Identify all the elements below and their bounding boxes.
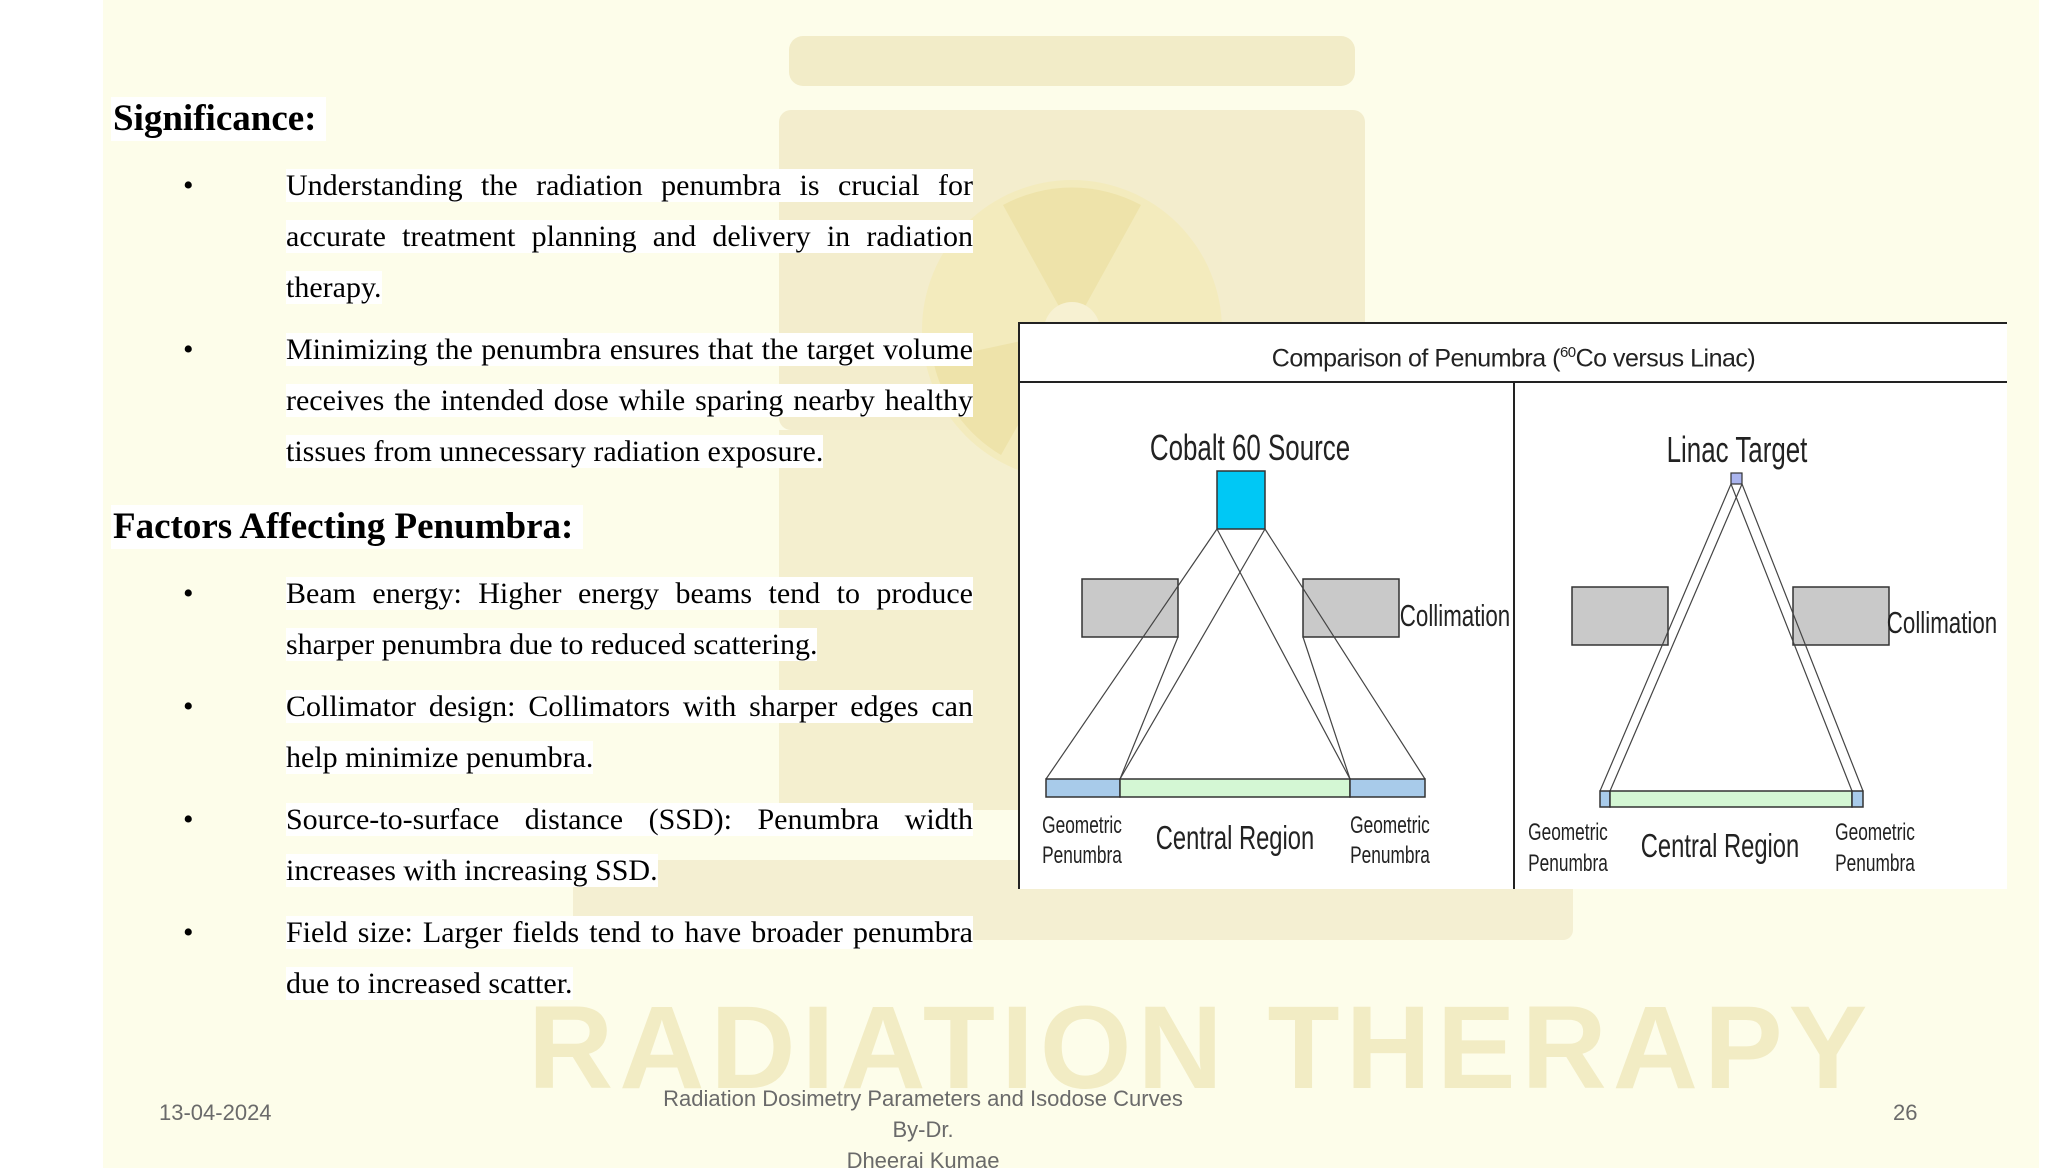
penumbra-diagram: Cobalt 60 Source Collimation bbox=[1042, 383, 1997, 889]
footer-title-line-1: Radiation Dosimetry Parameters and Isodo… bbox=[663, 1086, 1183, 1142]
significance-bullet-text: Understanding the radiation penumbra is … bbox=[286, 169, 973, 304]
linac-panel: Linac Target Collimation Geometric bbox=[1528, 430, 1997, 877]
cobalt-panel: Cobalt 60 Source Collimation bbox=[1042, 428, 1510, 869]
list-item: • Collimator design: Collimators with sh… bbox=[183, 681, 973, 783]
cobalt-geometric-label-left-1: Geometric bbox=[1042, 812, 1122, 838]
page-number: 26 bbox=[1893, 1100, 1918, 1125]
cobalt-geometric-label-right-1: Geometric bbox=[1350, 812, 1430, 838]
left-collimator-jaw bbox=[1081, 578, 1179, 638]
figure-title-pre: Comparison of Penumbra ( bbox=[1271, 344, 1561, 373]
linac-central-region-label: Central Region bbox=[1641, 828, 1799, 865]
cobalt-geometric-penumbra-right bbox=[1349, 778, 1426, 798]
linac-collimation-label: Collimation bbox=[1887, 605, 1997, 639]
bullet-icon: • bbox=[183, 916, 194, 949]
bullet-icon: • bbox=[183, 690, 194, 723]
linac-geometric-label-right-1: Geometric bbox=[1835, 819, 1915, 845]
factor-bullet-text: Collimator design: Collimators with shar… bbox=[286, 690, 973, 774]
cobalt-geometric-label-right-2: Penumbra bbox=[1350, 842, 1430, 868]
significance-bullet-text: Minimizing the penumbra ensures that the… bbox=[286, 333, 973, 468]
cobalt-source-icon bbox=[1216, 470, 1266, 530]
left-collimator-jaw bbox=[1571, 586, 1669, 646]
footer-title-line-2: Dheeraj Kumae bbox=[846, 1148, 1000, 1168]
linac-geometric-label-left-1: Geometric bbox=[1528, 819, 1608, 845]
bullet-icon: • bbox=[183, 577, 194, 610]
factor-bullet-text: Source-to-surface distance (SSD): Penumb… bbox=[286, 803, 973, 887]
cobalt-geometric-label-left-2: Penumbra bbox=[1042, 842, 1122, 868]
cobalt-geometric-penumbra-left bbox=[1045, 778, 1121, 798]
footer-title: Radiation Dosimetry Parameters and Isodo… bbox=[663, 1083, 1183, 1168]
list-item: • Beam energy: Higher energy beams tend … bbox=[183, 568, 973, 670]
figure-title-superscript: 60 bbox=[1559, 344, 1576, 361]
linac-target-icon bbox=[1730, 472, 1743, 485]
cobalt-beam-rays bbox=[1045, 528, 1426, 780]
linac-geometric-label-left-2: Penumbra bbox=[1528, 850, 1608, 876]
linac-geometric-label-right-2: Penumbra bbox=[1835, 850, 1915, 876]
cobalt-central-region-label: Central Region bbox=[1156, 820, 1314, 857]
slide: RADIATION THERAPY Significance: • Unders… bbox=[103, 0, 2039, 1168]
factor-bullet-text: Beam energy: Higher energy beams tend to… bbox=[286, 577, 973, 661]
figure-title: Comparison of Penumbra (60Co versus Lina… bbox=[1020, 324, 2007, 383]
bullet-icon: • bbox=[183, 333, 194, 366]
right-collimator-jaw bbox=[1302, 578, 1400, 638]
linac-beam-rays bbox=[1599, 483, 1864, 792]
list-item: • Understanding the radiation penumbra i… bbox=[183, 160, 973, 313]
figure-title-post: Co versus Linac) bbox=[1575, 344, 1756, 373]
watermark-text: RADIATION THERAPY bbox=[528, 982, 1874, 1114]
cobalt-central-region-bar bbox=[1119, 778, 1351, 798]
linac-central-region-bar bbox=[1609, 790, 1853, 808]
footer-date: 13-04-2024 bbox=[159, 1100, 272, 1125]
factor-bullet-text: Field size: Larger fields tend to have b… bbox=[286, 916, 973, 1000]
factors-heading: Factors Affecting Penumbra: bbox=[111, 505, 584, 549]
significance-bullet-list: • Understanding the radiation penumbra i… bbox=[183, 160, 973, 488]
linac-geometric-penumbra-right bbox=[1851, 790, 1864, 808]
cobalt-collimation-label: Collimation bbox=[1400, 598, 1510, 632]
list-item: • Field size: Larger fields tend to have… bbox=[183, 907, 973, 1009]
linac-target-label: Linac Target bbox=[1667, 430, 1808, 470]
list-item: • Source-to-surface distance (SSD): Penu… bbox=[183, 794, 973, 896]
factors-bullet-list: • Beam energy: Higher energy beams tend … bbox=[183, 568, 973, 1020]
cobalt-source-label: Cobalt 60 Source bbox=[1150, 428, 1350, 468]
right-collimator-jaw bbox=[1792, 586, 1890, 646]
linac-geometric-penumbra-left bbox=[1599, 790, 1611, 808]
significance-heading: Significance: bbox=[111, 97, 327, 141]
penumbra-comparison-figure: Comparison of Penumbra (60Co versus Lina… bbox=[1018, 322, 2007, 889]
list-item: • Minimizing the penumbra ensures that t… bbox=[183, 324, 973, 477]
bullet-icon: • bbox=[183, 169, 194, 202]
bullet-icon: • bbox=[183, 803, 194, 836]
